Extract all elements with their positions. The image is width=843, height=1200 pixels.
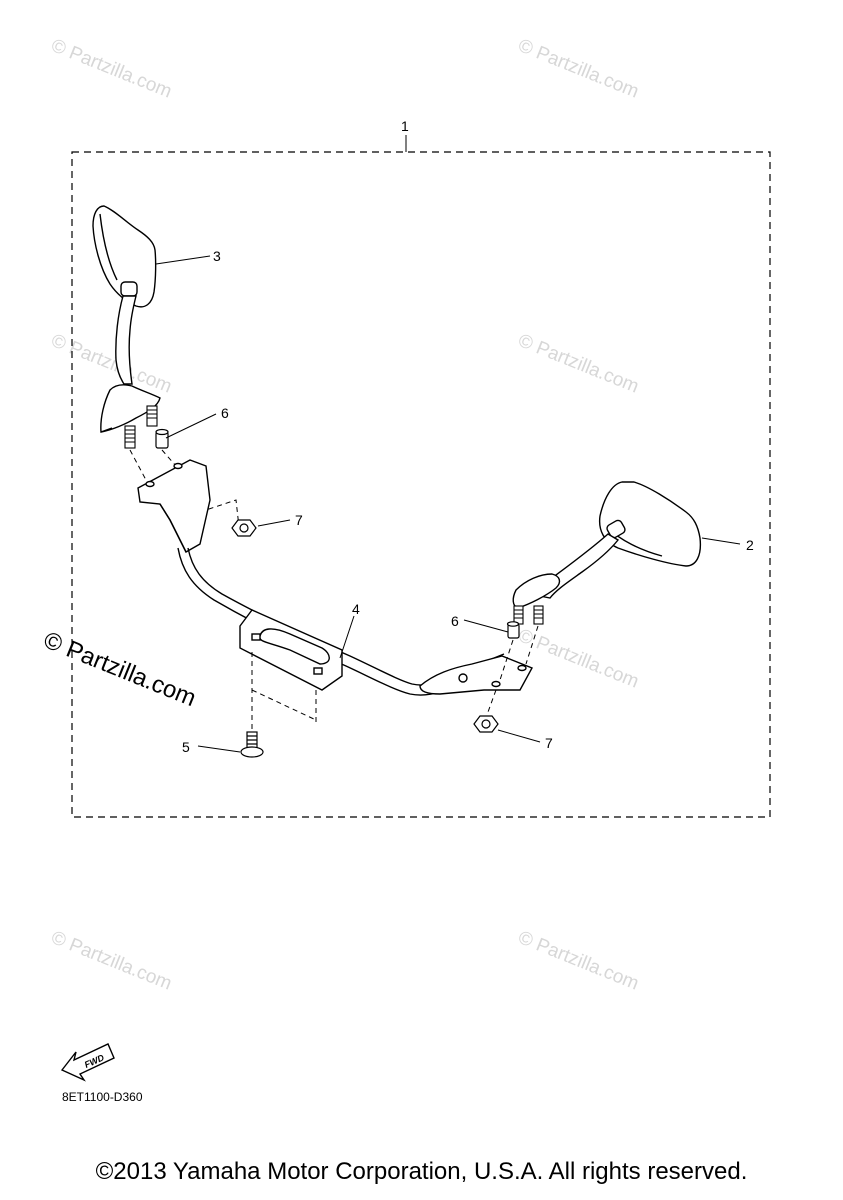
center-mount-plate xyxy=(239,609,343,691)
left-nut xyxy=(231,519,257,537)
callout-3: 3 xyxy=(213,248,221,264)
bolt xyxy=(240,731,264,758)
right-bracket xyxy=(419,655,533,695)
alignment-lines-right xyxy=(487,625,539,713)
alignment-lines-left xyxy=(129,449,241,537)
fwd-arrow-icon: FWD xyxy=(60,1043,115,1082)
callout-2: 2 xyxy=(746,537,754,553)
watermarks: © Partzilla.com © Partzilla.com © Partzi… xyxy=(48,35,642,994)
watermark-prominent: © Partzilla.com xyxy=(40,627,200,713)
callout-4: 4 xyxy=(352,601,360,617)
callout-numbers: 1 2 3 4 5 6 6 7 7 xyxy=(182,118,754,755)
leader-lines xyxy=(155,255,741,753)
left-bracket xyxy=(137,459,211,553)
callout-7-right: 7 xyxy=(545,735,553,751)
kit-boundary xyxy=(71,151,771,818)
right-mirror-studs xyxy=(513,605,544,625)
watermark-text: © Partzilla.com xyxy=(48,35,175,102)
callout-5: 5 xyxy=(182,739,190,755)
watermark-text: © Partzilla.com xyxy=(48,330,175,397)
right-mirror xyxy=(512,481,702,609)
right-nut xyxy=(473,715,499,733)
left-mirror xyxy=(92,205,161,433)
watermark-text: © Partzilla.com xyxy=(515,330,642,397)
right-spacer xyxy=(506,621,520,639)
watermark-text: © Partzilla.com xyxy=(515,625,642,692)
callout-1: 1 xyxy=(401,118,409,134)
alignment-lines-center xyxy=(251,652,317,736)
diagram-code: 8ET1100-D360 xyxy=(62,1090,143,1104)
callout-6-left: 6 xyxy=(221,405,229,421)
watermark-text: © Partzilla.com xyxy=(48,927,175,994)
left-mirror-studs xyxy=(124,405,158,449)
left-spacer xyxy=(155,428,169,449)
callout-7-left: 7 xyxy=(295,512,303,528)
callout-6-right: 6 xyxy=(451,613,459,629)
watermark-text: © Partzilla.com xyxy=(515,927,642,994)
watermark-text: © Partzilla.com xyxy=(515,35,642,102)
copyright-notice: ©2013 Yamaha Motor Corporation, U.S.A. A… xyxy=(95,1158,748,1185)
